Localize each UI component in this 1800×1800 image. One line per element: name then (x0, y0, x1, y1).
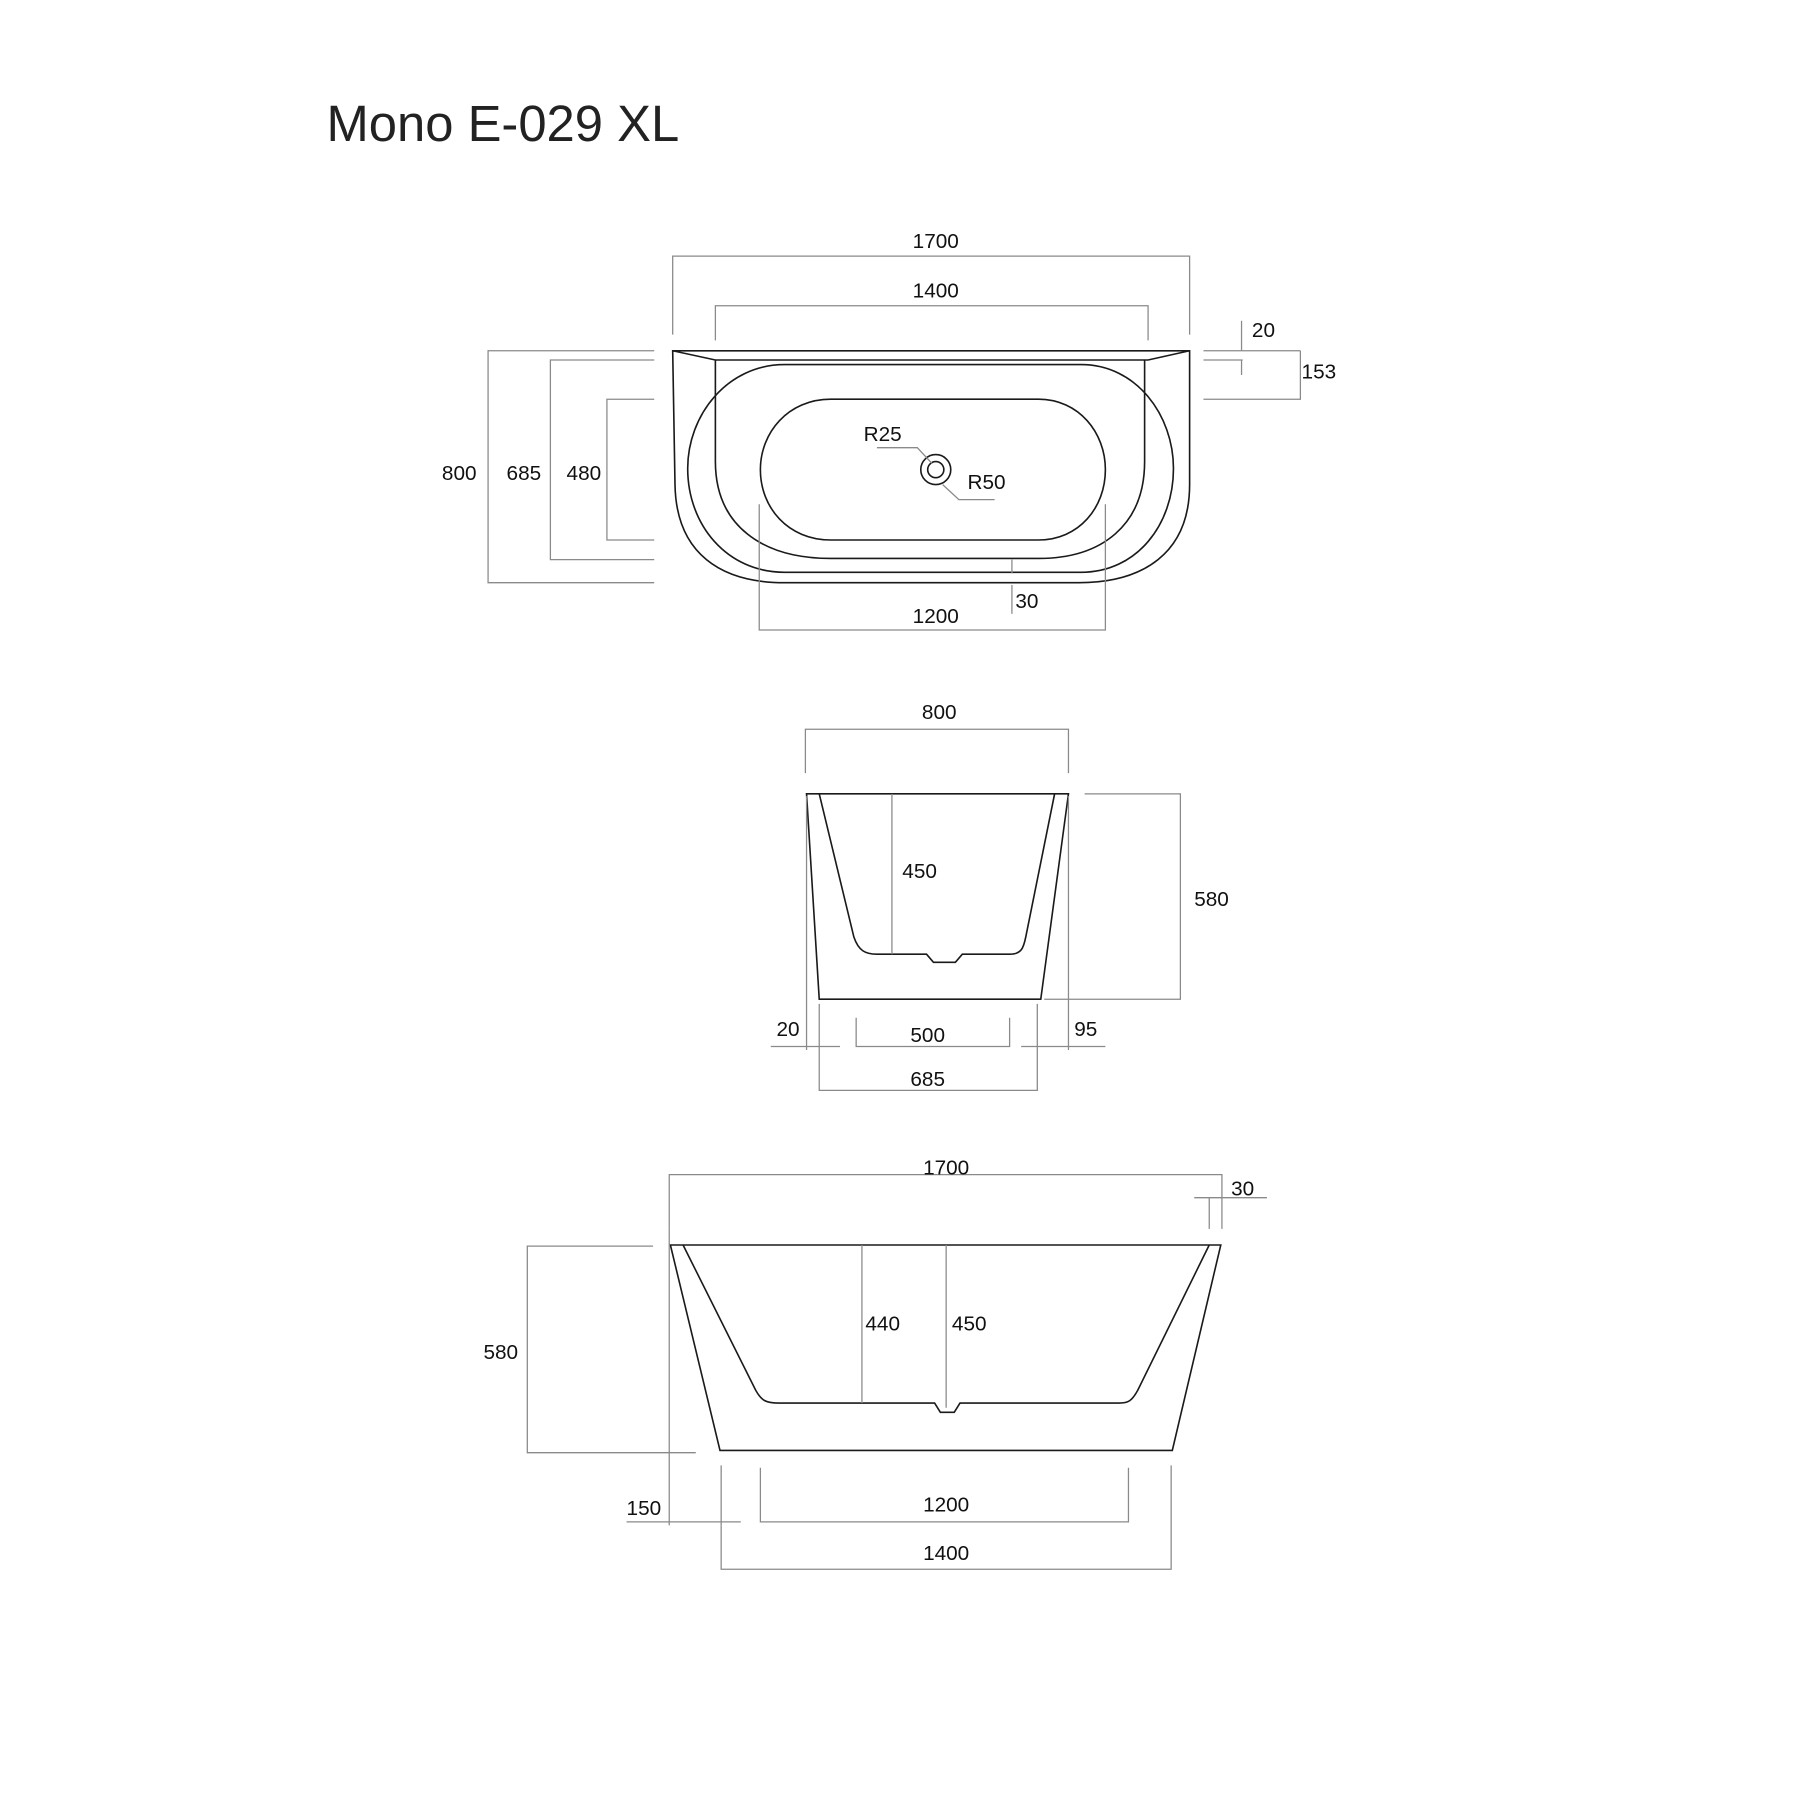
dim-line-1400 (714, 305, 1149, 341)
drain-inner-icon (926, 460, 945, 479)
dim-line-580 (526, 1245, 696, 1454)
leader-r25 (876, 447, 933, 465)
side-view: 800 450 580 20 500 95 685 (770, 701, 1229, 1092)
dim-label: 1700 (913, 230, 959, 253)
tub-inner-profile (682, 1244, 1210, 1414)
dim-label: 440 (865, 1312, 900, 1335)
dim-label: 580 (483, 1341, 518, 1364)
dim-label: R50 (967, 471, 1005, 494)
dim-line-500 (855, 1017, 1011, 1048)
dim-line-1400 (720, 1465, 1172, 1570)
tub-mid-outline (686, 363, 1175, 574)
drawing-title: Mono E-029 XL (327, 95, 680, 152)
dim-label: 800 (442, 462, 477, 485)
dim-line-1700 (672, 255, 1191, 335)
dim-line-1200 (759, 1467, 1130, 1523)
dim-label: 153 (1302, 360, 1337, 383)
tub-outer-outline (671, 349, 1191, 584)
tub-basin (759, 398, 1107, 541)
leader-r50 (942, 484, 995, 501)
dim-label: 1400 (923, 1542, 969, 1565)
dim-label: R25 (864, 423, 902, 446)
tub-rim-inner (672, 349, 1190, 560)
dim-line-800 (487, 350, 655, 584)
dim-line-153 (1203, 350, 1302, 400)
dim-line-150 (626, 1228, 741, 1526)
dim-label: 500 (910, 1024, 945, 1047)
dim-line-20 (1203, 320, 1301, 375)
dim-line-95 (1021, 796, 1106, 1050)
front-view: 1700 30 440 450 580 150 1200 1400 (483, 1157, 1267, 1570)
dim-line-580 (1044, 793, 1182, 1000)
dim-label: 685 (507, 462, 542, 485)
dim-label: 800 (922, 701, 957, 724)
dim-label: 30 (1231, 1177, 1254, 1200)
dim-line-480 (606, 398, 655, 541)
tub-outer-profile (669, 1244, 1222, 1452)
dim-label: 450 (902, 860, 937, 883)
dim-line-685 (818, 1050, 1038, 1092)
tub-inner-profile (818, 793, 1056, 964)
dim-line-1200 (758, 504, 1107, 631)
dim-label: 150 (627, 1497, 662, 1520)
dim-line-685 (549, 359, 655, 561)
dim-label: 1200 (913, 605, 959, 628)
dim-line-20 (770, 796, 840, 1050)
dim-label: 1200 (923, 1494, 969, 1517)
dim-label: 20 (777, 1018, 800, 1041)
dim-label: 95 (1074, 1018, 1097, 1041)
dim-label: 1700 (923, 1157, 969, 1180)
dim-line-1700 (668, 1173, 1223, 1229)
dim-label: 580 (1194, 888, 1229, 911)
tub-outer-profile (805, 793, 1070, 1001)
dim-label: 20 (1252, 319, 1275, 342)
dim-line-800 (804, 728, 1070, 774)
dim-label: 450 (952, 1312, 987, 1335)
dim-label: 30 (1015, 590, 1038, 613)
dim-label: 685 (910, 1068, 945, 1091)
top-view: 1700 1400 R25 R50 20 153 800 685 480 30 … (442, 230, 1337, 631)
dim-line-30 (1194, 1197, 1267, 1229)
dim-label: 1400 (913, 280, 959, 303)
drain-outer-icon (919, 453, 952, 486)
dim-label: 480 (567, 462, 602, 485)
